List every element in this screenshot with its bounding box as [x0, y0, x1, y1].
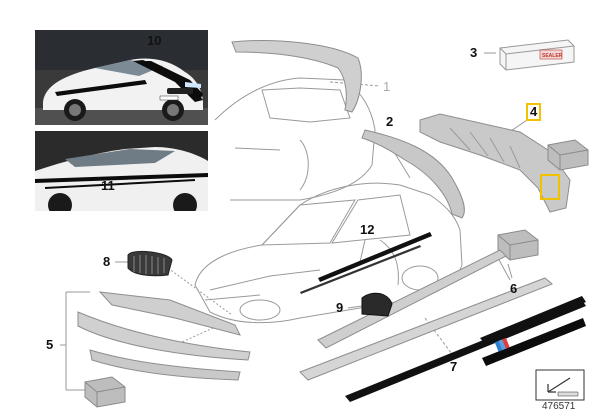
leader-9: [347, 305, 363, 309]
part-4-rear-diffuser: [419, 113, 571, 213]
callout-7: 7: [450, 359, 458, 374]
carton-4: [547, 139, 589, 171]
callout-12: 12: [360, 222, 375, 237]
part-6-side-skirt: [317, 249, 507, 349]
car-side-stripe-image: [35, 131, 208, 211]
callout-6: 6: [510, 281, 518, 296]
sedan-outline: [194, 182, 463, 324]
part-8-kidney-grille: [127, 250, 173, 277]
diagram-id: 476571: [542, 401, 576, 412]
part-1-roof-spoiler: [231, 40, 362, 113]
part-4-highlight: [540, 174, 560, 200]
callout-11: 11: [101, 178, 115, 193]
part-9-mirror-cap: [361, 292, 393, 317]
photo-car-front-stripes: 10: [35, 30, 208, 125]
leader-12: [359, 239, 366, 263]
callout-5: 5: [46, 337, 54, 352]
callout-9: 9: [336, 300, 344, 315]
leader-lip: [174, 324, 221, 346]
callout-8: 8: [103, 254, 111, 269]
callout-3: 3: [470, 45, 478, 60]
tube-label: SEALER: [542, 53, 563, 59]
photo-car-side-stripe: 11: [35, 131, 208, 211]
callout-4: 4: [525, 103, 542, 121]
callout-2: 2: [386, 114, 394, 129]
performance-text-small: M Performance: [489, 307, 518, 323]
carton-6: [497, 229, 539, 261]
wagon-outline: [214, 77, 376, 201]
part-12-side-stripe: [318, 232, 432, 282]
leader-8b: [167, 267, 233, 316]
leader-6a: [507, 263, 513, 279]
callout-1: 1: [383, 79, 391, 94]
view-direction-icon: [535, 369, 585, 401]
leader-7: [424, 317, 456, 359]
car-front-stripes-image: [35, 30, 208, 125]
part-5-front-splitter-upper: [98, 291, 241, 336]
leader-6b: [497, 257, 511, 281]
part-3-sealer-tube: [499, 39, 575, 71]
callout-10: 10: [147, 33, 162, 48]
part-2-trunk-spoiler: [361, 129, 465, 219]
part-5-front-splitter-lower: [77, 311, 251, 361]
part-5-front-splitter-bottom: [89, 349, 241, 381]
performance-decal-group: [345, 296, 586, 402]
part-7-sill-strip: [299, 277, 553, 381]
carton-5: [84, 376, 126, 408]
